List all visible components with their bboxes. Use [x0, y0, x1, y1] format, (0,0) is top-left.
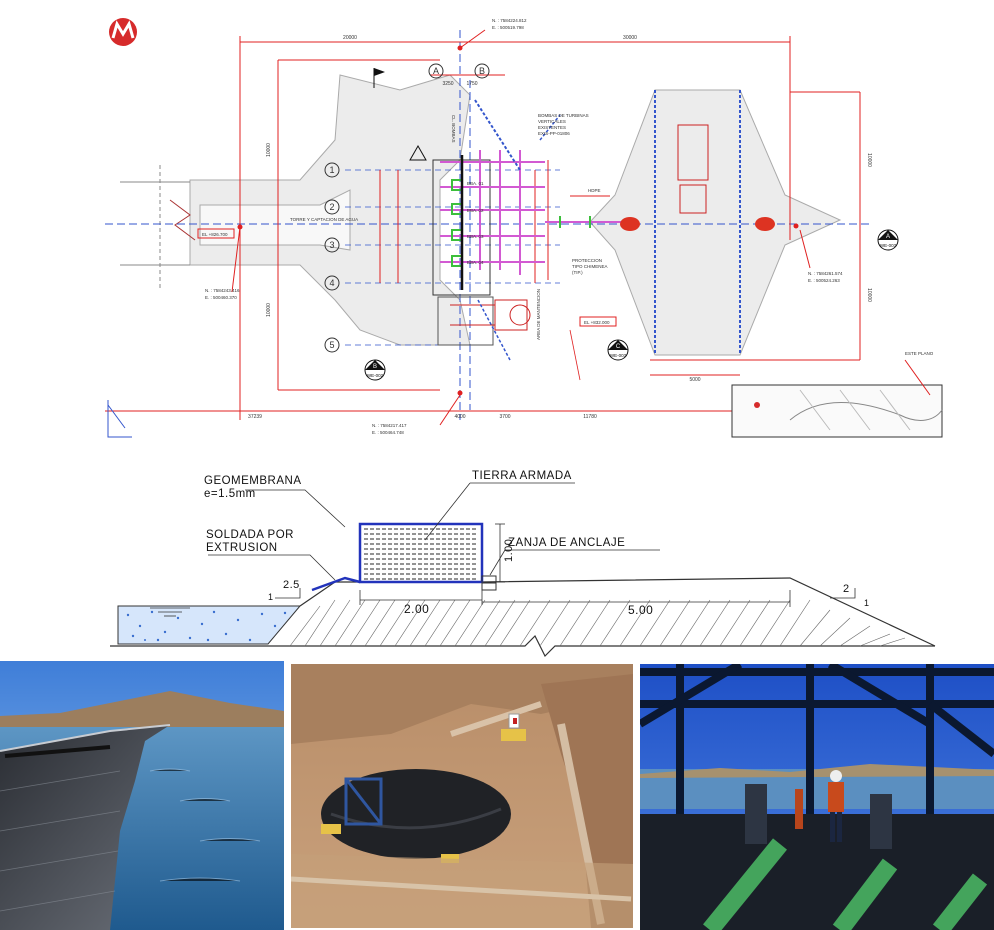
dim-bottom-3: 3700: [499, 414, 510, 420]
dim-top-left: 20000: [343, 35, 357, 41]
axis-label: TORRE Y CAPTACION DE AGUA: [290, 217, 358, 222]
grid-bubble-1: 1: [329, 165, 334, 175]
pump-label-4: BBA. 04: [467, 260, 484, 265]
revision-triangle-icon: [409, 144, 427, 161]
grid-bubble-3: 3: [329, 240, 334, 250]
section-ref-b-letter: B: [373, 364, 377, 370]
label-zanja: ZANJA DE ANCLAJE: [508, 537, 625, 549]
dim-top-right: 30000: [623, 35, 637, 41]
section-ref-c-code: WE-003: [610, 353, 627, 358]
coord-top-n: N. : 7584224.812: [492, 18, 527, 23]
tierra-armada-block: [311, 522, 497, 592]
flag-icon: [373, 68, 385, 88]
coord-right-e: E. : 500524.263: [808, 278, 840, 283]
worker-figure: [828, 770, 844, 842]
dim-crest: 5.00: [628, 603, 653, 617]
hdpe-label: HDPE: [588, 188, 601, 193]
dim-height: 1.00: [503, 539, 515, 562]
coord-right-n: N. : 7584261.574: [808, 271, 843, 276]
grid-bubble-b: B: [479, 66, 485, 76]
dim-ab-b: 1750: [466, 81, 477, 87]
coord-left-e: E. : 500460.370: [205, 295, 237, 300]
dim-bottom-2: 4000: [454, 414, 465, 420]
label-tierra-armada: TIERRA ARMADA: [472, 470, 572, 482]
coord-left-n: N. : 7584243.416: [205, 288, 240, 293]
grid-bubble-2: 2: [329, 202, 334, 212]
key-plan-inset: [731, 359, 943, 438]
embankment-outline-left: [189, 74, 471, 346]
slope-right-h: 2: [843, 583, 850, 595]
dim-bottom-5: 5000: [689, 377, 700, 383]
dim-left-vertical-lower: 10000: [266, 303, 272, 317]
slope-left-v: 1: [268, 592, 274, 602]
elevation-tag-right: EL +832.000: [584, 320, 610, 325]
elevation-tag-left: EL +826.700: [202, 232, 228, 237]
label-espesor: e=1.5mm: [204, 488, 256, 500]
water-body: [117, 605, 302, 645]
label-soldada-1: SOLDADA POR: [206, 529, 294, 541]
coord-bottom-n: N. : 7584217.417: [372, 423, 407, 428]
company-logo: [109, 18, 137, 46]
key-plan-label: ESTE PLANO: [905, 351, 934, 356]
callout-pumps-2: VERTICALES: [538, 119, 566, 124]
photo-pump-station: [640, 664, 994, 930]
section-ref-a-letter: A: [886, 234, 890, 240]
cl-label: CL. BOMBAS: [451, 115, 456, 143]
section-ref-c-letter: C: [616, 344, 621, 350]
label-geomembrana: GEOMEMBRANA: [204, 475, 302, 487]
section-ref-b-code: WE-002: [367, 373, 384, 378]
callout-proteccion-3: (TIP.): [572, 270, 583, 275]
pump-label-2: BBA. 02: [467, 208, 484, 213]
section-ref-a-code: WE-003: [880, 243, 897, 248]
callout-area: AREA DE MANTENCION: [536, 289, 541, 340]
callout-pumps-1: BOMBAS DE TURBINAS: [538, 113, 589, 118]
slope-right-v: 1: [864, 598, 870, 608]
dim-width: 2.00: [404, 602, 429, 616]
photo-construction-site: [291, 664, 633, 928]
callout-proteccion-1: PROTECCION: [572, 258, 602, 263]
dim-ab-a: 3250: [442, 81, 453, 87]
pump-label-3: BBA. 03: [467, 234, 484, 239]
callout-pumps-3: EXISTENTES: [538, 125, 566, 130]
grid-bubble-4: 4: [329, 278, 334, 288]
coord-bottom-e: E. : 500464.748: [372, 430, 404, 435]
pump-label-1: BBA. 01: [467, 181, 484, 186]
dim-right-vertical-upper: 10000: [866, 153, 872, 167]
coord-top-e: E. : 500519.798: [492, 25, 524, 30]
photo-lined-reservoir: [0, 661, 284, 930]
pump-house: [432, 90, 775, 361]
callout-pumps-4: EXIS-PP-01806: [538, 131, 570, 136]
embankment-section-drawing: GEOMEMBRANA e=1.5mm TIERRA ARMADA SOLDAD…: [110, 470, 936, 658]
label-soldada-2: EXTRUSION: [206, 542, 278, 554]
embankment-outline-right: [589, 89, 842, 356]
dim-left-vertical: 10000: [266, 143, 272, 157]
grid-bubble-5: 5: [329, 340, 334, 350]
slope-left-h: 2.5: [283, 579, 300, 591]
dim-bottom-4: 11780: [583, 414, 597, 420]
dim-right-vertical-lower: 10000: [866, 288, 872, 302]
truck-icon-right: [677, 124, 709, 214]
callout-proteccion-2: TIPO CHIMENEA: [572, 264, 608, 269]
site-plan-drawing: BBA. 01 BBA. 02 BBA. 03 BBA. 04 A B 1 2 …: [105, 18, 943, 438]
dim-bottom-1: 37239: [248, 414, 262, 420]
truck-icon: [450, 299, 531, 331]
grid-bubble-a: A: [433, 66, 439, 76]
